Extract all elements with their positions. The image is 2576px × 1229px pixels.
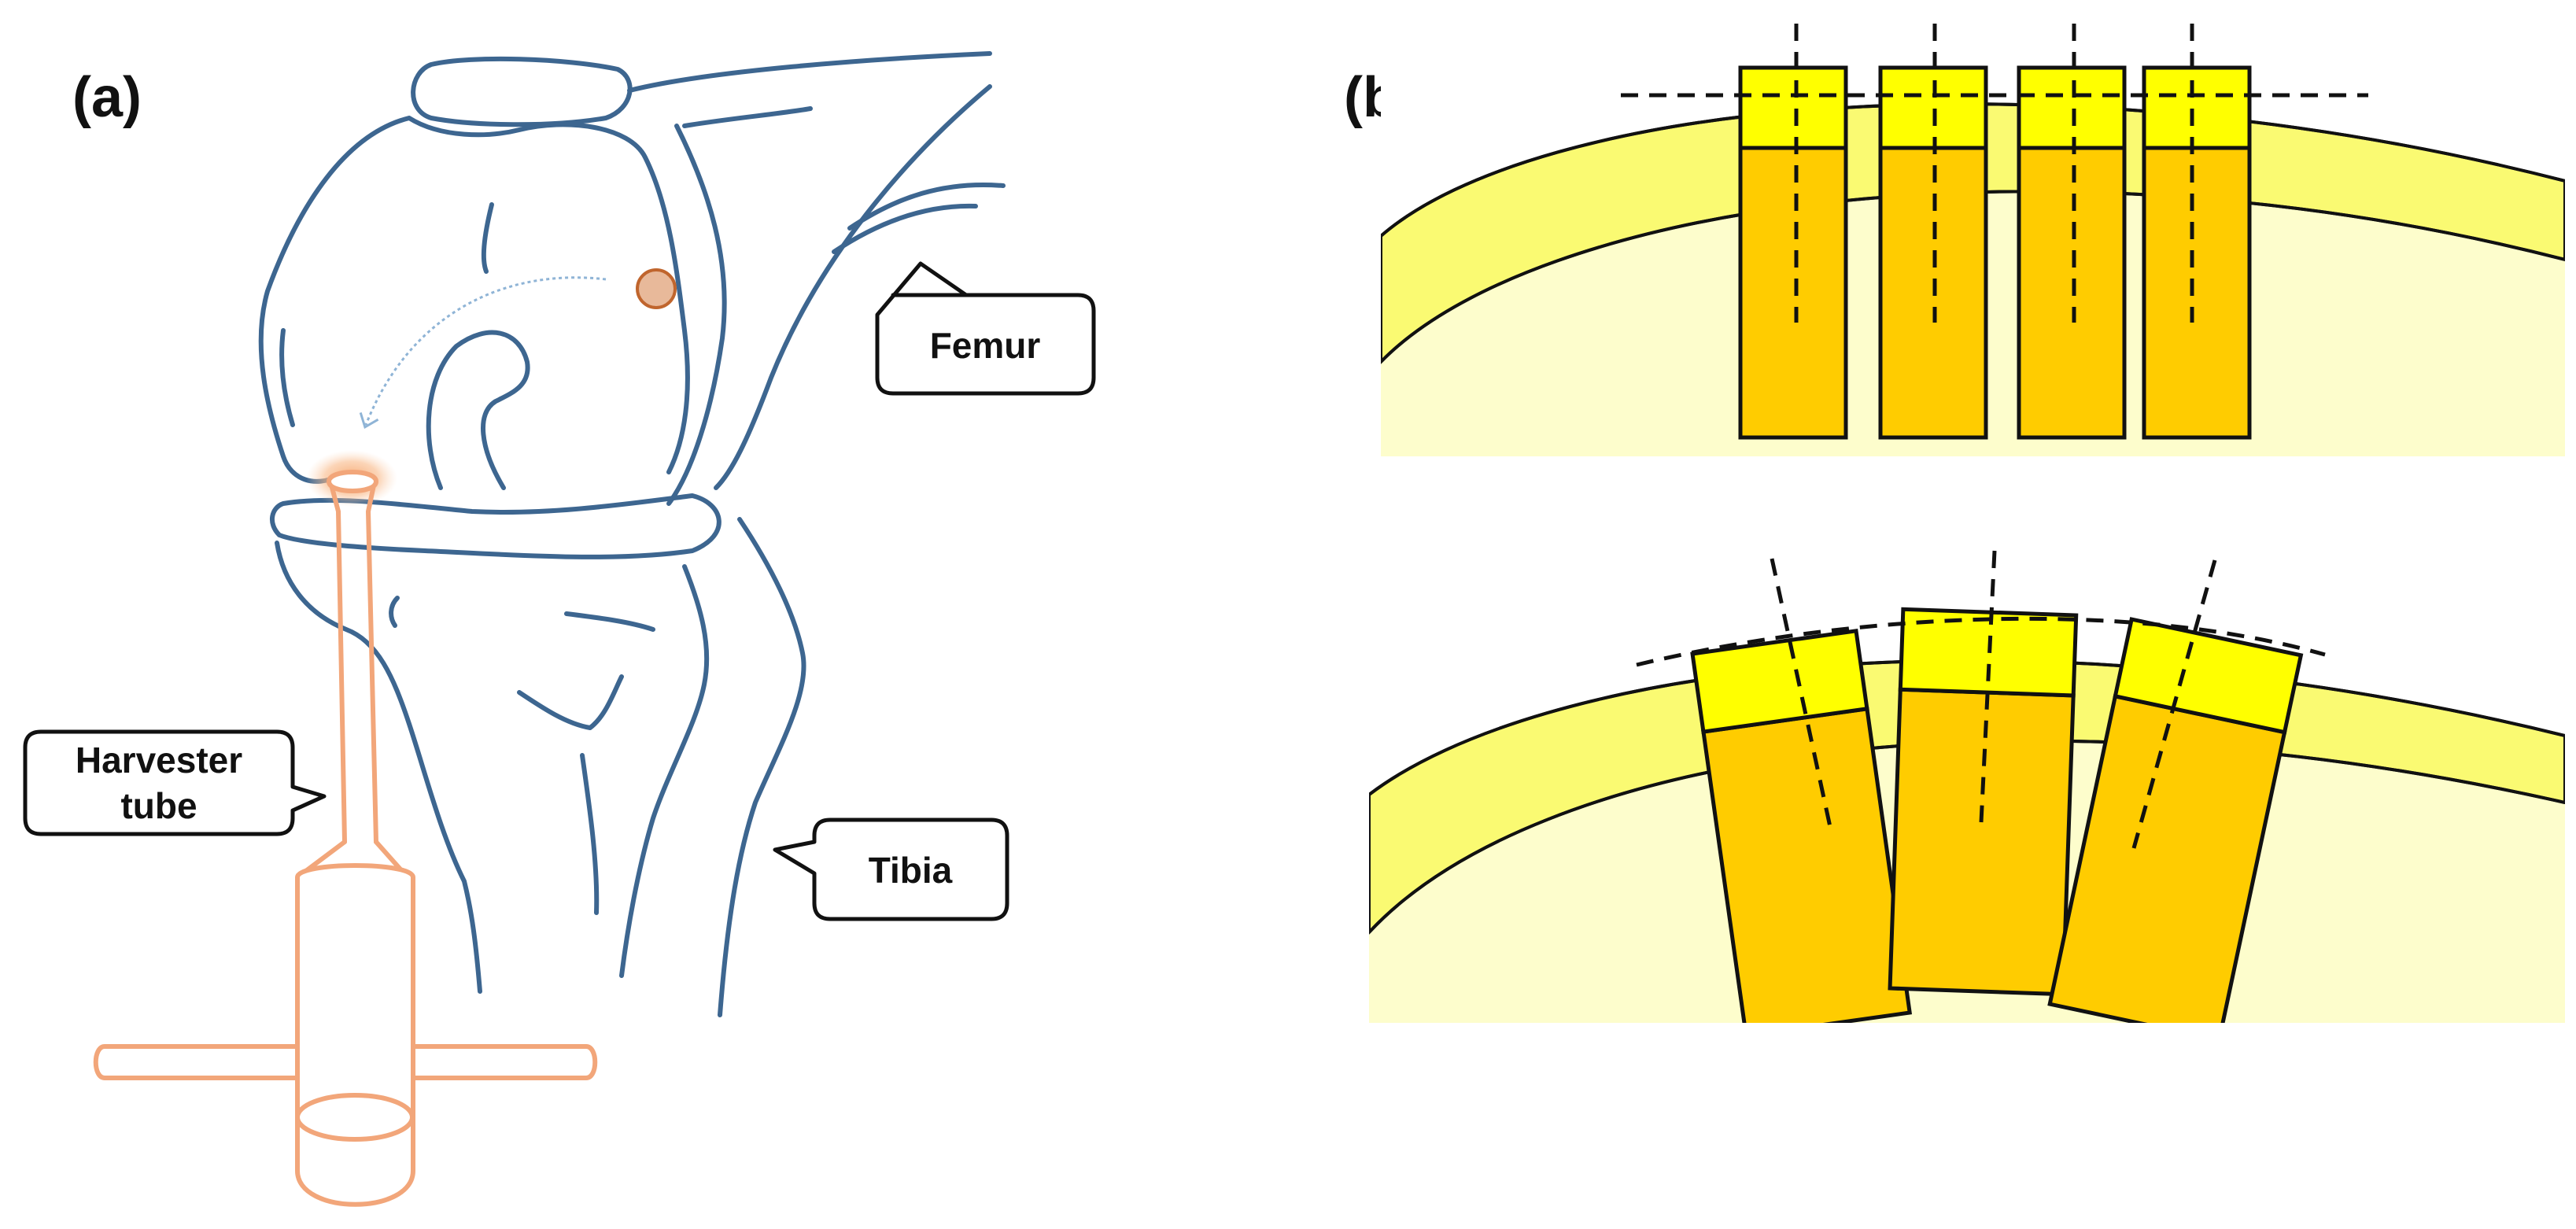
bottom-plug-2-bone <box>1888 687 2076 997</box>
panel-a: (a) <box>23 51 1096 1207</box>
top-plug-4-bone <box>2142 146 2252 440</box>
condyle-inner-line <box>481 202 494 274</box>
femur-callout: Femur <box>875 261 1096 396</box>
bottom-plug-3 <box>2047 617 2304 1023</box>
harvester-label-line1: Harvester <box>76 740 242 781</box>
top-plug-4-cartilage <box>2142 65 2252 150</box>
handle-bar-left <box>93 1044 300 1080</box>
femoral-condyle-outline <box>258 116 690 484</box>
femur-callout-box <box>875 261 1096 396</box>
tibia-label: Tibia <box>869 850 953 891</box>
patella-outline <box>411 56 633 127</box>
top-plug-1-cartilage <box>1738 65 1848 150</box>
bottom-plug-3-cartilage <box>2113 617 2304 735</box>
femur-posterior <box>714 84 992 490</box>
tibia-small-mark <box>389 596 400 628</box>
harvester-callout-box <box>23 729 327 836</box>
femur-shaft-upper <box>627 51 992 93</box>
harvester-shaft-right <box>365 479 378 844</box>
femur-label: Femur <box>930 325 1041 366</box>
top-plug-1-bone <box>1738 146 1848 440</box>
femur-shaft-lower <box>847 182 1006 231</box>
tibia-callout: Tibia <box>773 817 1009 921</box>
bottom-plug-2-axis <box>1979 550 1997 823</box>
bottom-plug-1-axis <box>1770 558 1834 835</box>
bottom-surface-curve <box>1636 616 2326 667</box>
femur-posterior-inner <box>666 124 727 506</box>
tibia-outline-right <box>718 517 806 1017</box>
femur-shaft-mid <box>682 106 813 128</box>
tibia-tuberosity <box>517 611 655 730</box>
panel-b: (b) <box>1344 24 2565 1023</box>
harvester-body <box>295 863 415 1143</box>
bottom-plug-2 <box>1888 607 2079 997</box>
tibial-plateau <box>270 493 722 559</box>
intercondylar-notch <box>426 330 530 490</box>
femur-shaft-lower2 <box>832 203 978 254</box>
top-plug-4 <box>2142 65 2252 440</box>
graft-transfer-arrow <box>359 276 607 430</box>
top-plug-1 <box>1738 65 1848 440</box>
knee-joint-outline <box>258 51 1006 1017</box>
condyle-side-line <box>279 328 295 427</box>
harvester-callout: Harvester tube <box>23 729 327 836</box>
harvester-tube-icon <box>93 450 598 1207</box>
top-plug-2-cartilage <box>1878 65 1988 150</box>
tibia-callout-box <box>773 817 1009 921</box>
panel-a-label: (a) <box>72 66 142 129</box>
harvester-bottom-cap <box>295 1115 415 1207</box>
bottom-plug-1-cartilage <box>1690 628 1869 734</box>
top-plug-3-bone <box>2017 146 2127 440</box>
recipient-site-marker <box>636 268 677 309</box>
tibia-shaft-line <box>580 753 600 915</box>
handle-bar-right <box>411 1044 598 1080</box>
bottom-plug-3-axis <box>2131 559 2217 849</box>
tibia-outline-inner <box>619 564 710 978</box>
perpendicular-graft-diagram <box>1381 47 2565 456</box>
harvester-label-line2: tube <box>120 785 197 826</box>
tibia-outline-left <box>275 541 482 994</box>
harvester-shaft-left <box>328 479 347 844</box>
angled-graft-diagram <box>1369 550 2565 1023</box>
harvester-cap-rim <box>295 1093 415 1142</box>
top-plug-3 <box>2017 65 2127 440</box>
top-plug-3-cartilage <box>2017 65 2127 150</box>
bottom-plug-1 <box>1690 628 1913 1023</box>
harvester-tip <box>327 470 378 493</box>
